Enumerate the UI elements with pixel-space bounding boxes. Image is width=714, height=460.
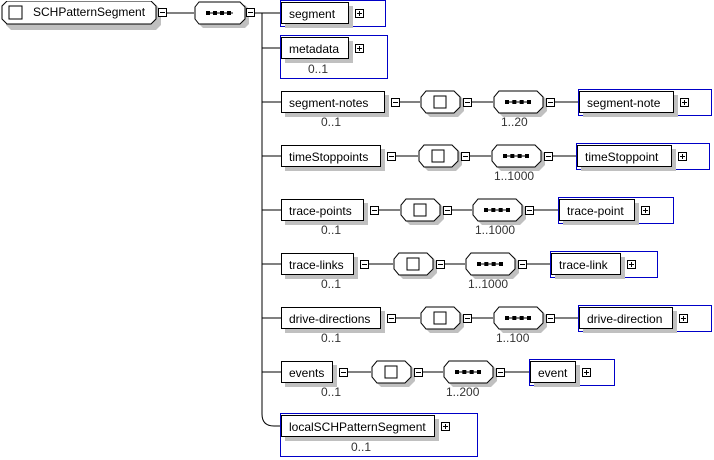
choice-compositor[interactable] <box>420 306 466 336</box>
sequence-compositor[interactable] <box>493 306 549 336</box>
sequence-compositor[interactable] <box>491 144 547 174</box>
element-event[interactable]: event <box>530 361 576 383</box>
choice-compositor[interactable] <box>400 198 446 228</box>
sequence-collapse-toggle[interactable] <box>544 152 553 161</box>
expand-icon[interactable] <box>355 44 364 53</box>
element-frame-timeStoppoint <box>576 143 710 170</box>
sequence-compositor[interactable] <box>493 90 549 120</box>
expand-icon[interactable] <box>680 98 689 107</box>
collapse-toggle[interactable] <box>339 368 348 377</box>
choice-collapse-toggle[interactable] <box>436 260 445 269</box>
root-octagon <box>1 1 161 30</box>
choice-icon <box>406 257 420 271</box>
sequence-collapse-toggle[interactable] <box>518 260 527 269</box>
choice-icon <box>431 149 445 163</box>
sequence-cardinality-label: 1..1000 <box>468 277 509 291</box>
expand-icon[interactable] <box>627 260 636 269</box>
choice-icon <box>413 203 427 217</box>
expand-icon[interactable] <box>679 314 688 323</box>
cardinality-label: 0..1 <box>321 331 342 345</box>
element-frame-trace-point <box>558 197 674 224</box>
element-localSCHPatternSegment[interactable]: localSCHPatternSegment <box>281 415 435 437</box>
element-frame-segment-note <box>578 89 712 116</box>
element-trace-link[interactable]: trace-link <box>551 253 621 275</box>
sequence-icon <box>505 316 531 320</box>
cardinality-label: 0..1 <box>351 440 372 454</box>
cardinality-label: 0..1 <box>321 115 342 129</box>
sequence-cardinality-label: 1..1000 <box>475 223 516 237</box>
trunk-curve <box>261 413 275 427</box>
element-events[interactable]: events <box>281 361 333 383</box>
expand-icon[interactable] <box>641 206 650 215</box>
element-frame-drive-direction <box>578 305 712 332</box>
choice-collapse-toggle[interactable] <box>463 314 472 323</box>
sequence-icon <box>505 100 531 104</box>
cardinality-label: 0..1 <box>321 277 342 291</box>
collapse-toggle[interactable] <box>391 98 400 107</box>
sequence-collapse-toggle[interactable] <box>546 314 555 323</box>
choice-icon <box>433 95 447 109</box>
collapse-toggle[interactable] <box>360 260 369 269</box>
sequence-icon <box>206 11 233 15</box>
sequence-compositor[interactable] <box>443 360 499 390</box>
root-sequence[interactable] <box>194 1 250 34</box>
element-metadata[interactable]: metadata <box>281 37 349 59</box>
element-frame-segment <box>280 0 386 27</box>
cardinality-label: 0..1 <box>321 223 342 237</box>
sequence-cardinality-label: 1..20 <box>501 115 528 129</box>
sequence-collapse-toggle[interactable] <box>546 98 555 107</box>
choice-collapse-toggle[interactable] <box>463 98 472 107</box>
element-timeStoppoint[interactable]: timeStoppoint <box>577 145 672 167</box>
choice-collapse-toggle[interactable] <box>443 206 452 215</box>
collapse-toggle[interactable] <box>370 206 379 215</box>
element-segment-notes[interactable]: segment-notes <box>281 91 385 113</box>
expand-icon[interactable] <box>355 9 364 18</box>
choice-compositor[interactable] <box>418 144 464 174</box>
choice-collapse-toggle[interactable] <box>461 152 470 161</box>
element-drive-direction[interactable]: drive-direction <box>579 307 673 329</box>
element-icon <box>8 5 23 20</box>
element-trace-links[interactable]: trace-links <box>281 253 354 275</box>
cardinality-label: 0..1 <box>321 385 342 399</box>
choice-collapse-toggle[interactable] <box>414 368 423 377</box>
sequence-icon <box>503 154 529 158</box>
choice-icon <box>433 311 447 325</box>
element-drive-directions[interactable]: drive-directions <box>281 307 381 329</box>
element-frame-event <box>529 359 615 386</box>
element-trace-point[interactable]: trace-point <box>559 199 635 221</box>
choice-compositor[interactable] <box>393 252 439 282</box>
cardinality-label: 0..1 <box>308 62 329 76</box>
sequence-icon <box>455 370 481 374</box>
collapse-toggle[interactable] <box>387 152 396 161</box>
element-segment-note[interactable]: segment-note <box>579 91 674 113</box>
choice-compositor[interactable] <box>371 360 417 390</box>
element-frame-metadata <box>280 35 388 79</box>
element-timeStoppoints[interactable]: timeStoppoints <box>281 145 381 167</box>
sequence-icon <box>484 208 510 212</box>
sequence-icon <box>477 262 503 266</box>
choice-compositor[interactable] <box>420 90 466 120</box>
sequence-cardinality-label: 1..100 <box>496 331 530 345</box>
expand-icon[interactable] <box>441 422 450 431</box>
collapse-toggle[interactable] <box>387 314 396 323</box>
expand-icon[interactable] <box>582 368 591 377</box>
choice-icon <box>384 365 398 379</box>
sequence-collapse-toggle[interactable] <box>246 8 255 17</box>
sequence-cardinality-label: 1..1000 <box>494 169 535 183</box>
element-frame-trace-link <box>550 251 658 278</box>
root-collapse-toggle[interactable] <box>158 8 167 17</box>
sequence-cardinality-label: 1..200 <box>446 385 480 399</box>
sequence-compositor[interactable] <box>472 198 528 228</box>
element-trace-points[interactable]: trace-points <box>281 199 364 221</box>
sequence-collapse-toggle[interactable] <box>525 206 534 215</box>
element-segment[interactable]: segment <box>281 2 349 24</box>
sequence-collapse-toggle[interactable] <box>496 368 505 377</box>
root-label: SCHPatternSegment <box>33 5 146 19</box>
element-frame-localSCHPatternSegment <box>280 413 478 457</box>
root-element[interactable]: SCHPatternSegment <box>1 1 161 30</box>
expand-icon[interactable] <box>678 152 687 161</box>
sequence-compositor[interactable] <box>465 252 521 282</box>
